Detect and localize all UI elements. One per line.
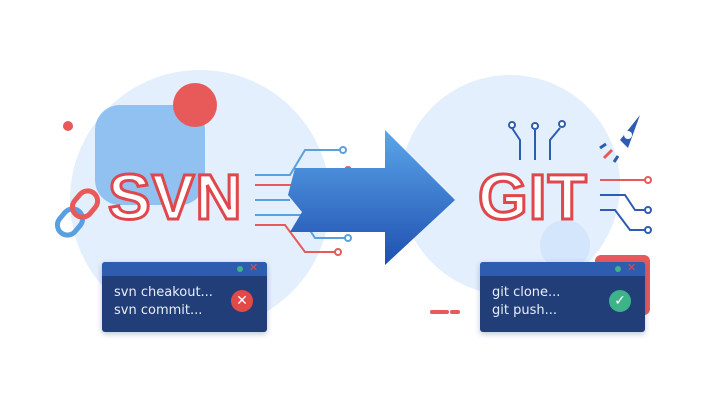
arrow-icon (288, 130, 455, 265)
status-dot-icon (615, 266, 621, 272)
rocket-icon (599, 115, 640, 163)
svn-title: SVN (107, 160, 244, 235)
circuit-lines-right (508, 120, 652, 234)
command-line: git clone... (492, 285, 561, 300)
close-icon[interactable]: ✕ (249, 261, 259, 274)
check-icon: ✓ (609, 290, 631, 312)
git-terminal-window: ✕ git clone... git push... ✓ (480, 261, 645, 332)
chain-link-icon (54, 188, 101, 238)
command-line: svn commit... (114, 303, 203, 318)
svn-terminal-window: ✕ svn cheakout... svn commit... ✕ (102, 261, 267, 332)
status-dot-icon (237, 266, 243, 272)
command-line: git push... (492, 303, 557, 318)
command-line: svn cheakout... (114, 285, 213, 300)
x-icon: ✕ (231, 290, 253, 312)
git-title: GIT (477, 160, 589, 235)
close-icon[interactable]: ✕ (627, 261, 637, 274)
